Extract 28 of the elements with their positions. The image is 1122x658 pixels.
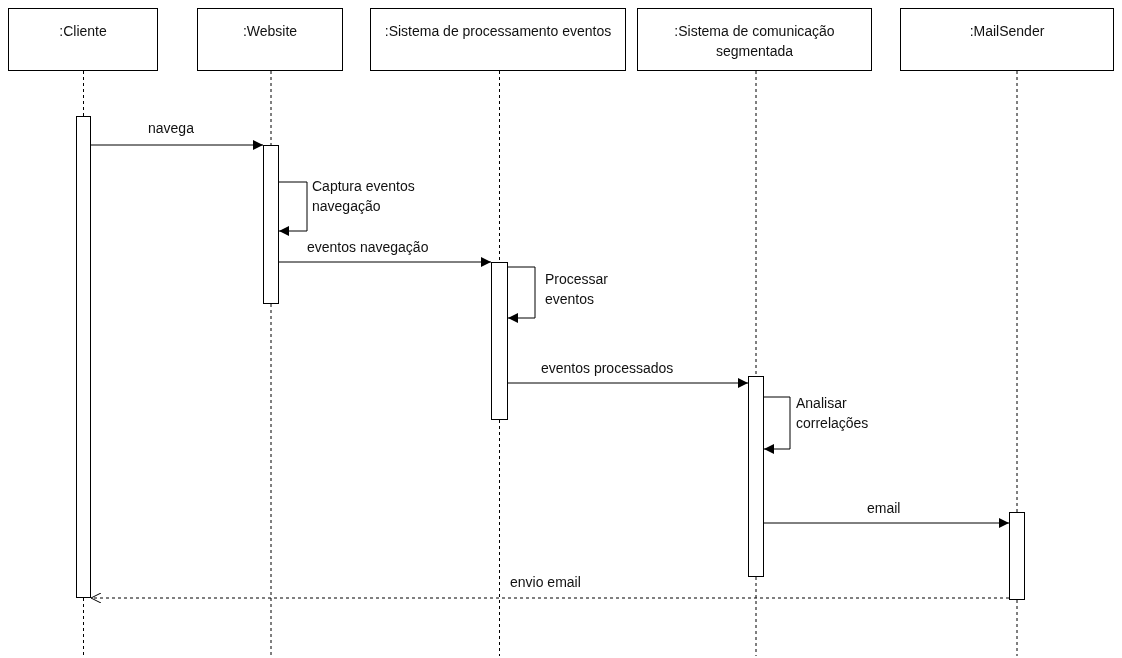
activation-bar bbox=[491, 262, 508, 420]
participant-name: :Sistema de comunicação segmentada bbox=[673, 22, 836, 61]
lifeline-header-box bbox=[637, 8, 872, 71]
activation-bar bbox=[76, 116, 91, 598]
activation-bar bbox=[263, 145, 279, 304]
message-arrow bbox=[90, 140, 264, 150]
participant-name: :Sistema de processamento eventos bbox=[384, 22, 612, 41]
self-message-arrow bbox=[507, 266, 536, 323]
lifeline bbox=[1016, 70, 1018, 513]
lifeline-header-box bbox=[370, 8, 626, 71]
participant-name: :MailSender bbox=[969, 22, 1045, 41]
activation-bar bbox=[1009, 512, 1025, 600]
message-arrow bbox=[763, 518, 1010, 528]
message-arrow bbox=[90, 592, 1010, 604]
lifeline bbox=[499, 70, 500, 263]
lifeline-header-box bbox=[900, 8, 1114, 71]
lifeline-header-box bbox=[8, 8, 158, 71]
participant-name: :Website bbox=[242, 22, 298, 41]
lifeline-header-box bbox=[197, 8, 343, 71]
self-message-arrow bbox=[278, 181, 308, 236]
lifeline bbox=[83, 70, 84, 117]
self-message-arrow bbox=[763, 396, 791, 454]
participant-name: :Cliente bbox=[59, 22, 107, 41]
activation-bar bbox=[748, 376, 764, 577]
message-arrow bbox=[507, 378, 749, 388]
message-arrow bbox=[278, 257, 492, 267]
lifeline bbox=[755, 70, 757, 377]
lifeline bbox=[270, 70, 272, 146]
